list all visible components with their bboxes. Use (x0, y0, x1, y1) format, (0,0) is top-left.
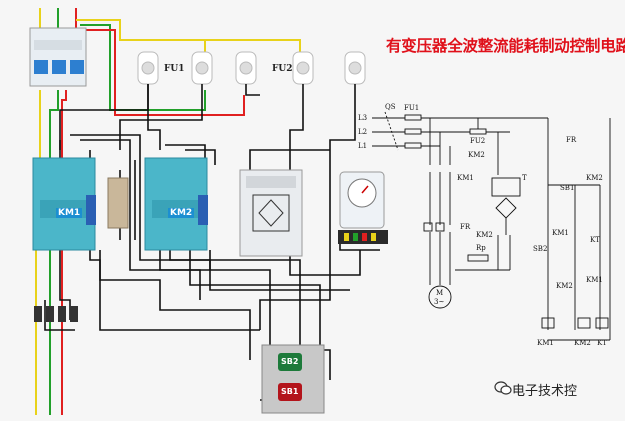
label-t: T (522, 174, 527, 182)
control-wiring (44, 84, 380, 401)
wechat-icon (494, 381, 512, 395)
label-l1: L1 (358, 142, 368, 150)
label-l3: L3 (358, 114, 368, 122)
coil-km1: KM1 (537, 339, 554, 347)
watermark: 电子技术控 (512, 384, 578, 399)
label-motor-sub: 3~ (434, 298, 445, 306)
coil-km2: KM2 (574, 339, 591, 347)
label-km1-int2: KM1 (586, 276, 603, 284)
label-km2-mid: KM2 (476, 231, 493, 239)
contactor-km1 (32, 157, 96, 251)
label-sb2: SB2 (533, 245, 548, 253)
fuse-label-fu1: FU1 (164, 64, 185, 74)
fuse-label-fu2: FU2 (272, 64, 293, 74)
diagram-title: 有变压器全波整流能耗制动控制电路 (386, 37, 625, 55)
label-fu2: FU2 (470, 137, 486, 145)
label-l2: L2 (358, 128, 368, 136)
label-fu1: FU1 (404, 104, 420, 112)
terminal-block (34, 306, 78, 322)
contactor-label-km2: KM2 (168, 208, 195, 218)
label-sb1: SB1 (560, 184, 575, 192)
label-motor: M (436, 289, 444, 297)
label-km1-main: KM1 (457, 174, 474, 182)
transformer-rectifier (239, 169, 303, 257)
label-kt-contact: KT (590, 236, 600, 244)
time-relay (338, 171, 388, 244)
button-sb2: SB2 (281, 357, 299, 366)
button-box (261, 344, 325, 414)
label-fr-ctrl: FR (566, 136, 577, 144)
label-qs: QS (385, 103, 396, 111)
label-rp: Rp (476, 244, 486, 252)
coil-kt: KT (597, 339, 607, 347)
contactor-label-km1: KM1 (56, 208, 83, 218)
label-km2-hold: KM2 (586, 174, 603, 182)
label-km2-int: KM2 (556, 282, 573, 290)
label-fr-main: FR (460, 223, 471, 231)
schematic (372, 111, 611, 341)
label-km2-top: KM2 (468, 151, 485, 159)
contactor-km2 (144, 157, 208, 251)
thermal-relay (107, 177, 129, 229)
main-breaker (29, 27, 87, 87)
button-sb1: SB1 (281, 387, 299, 396)
fuse-holders (137, 51, 366, 85)
label-km1-int: KM1 (552, 229, 569, 237)
